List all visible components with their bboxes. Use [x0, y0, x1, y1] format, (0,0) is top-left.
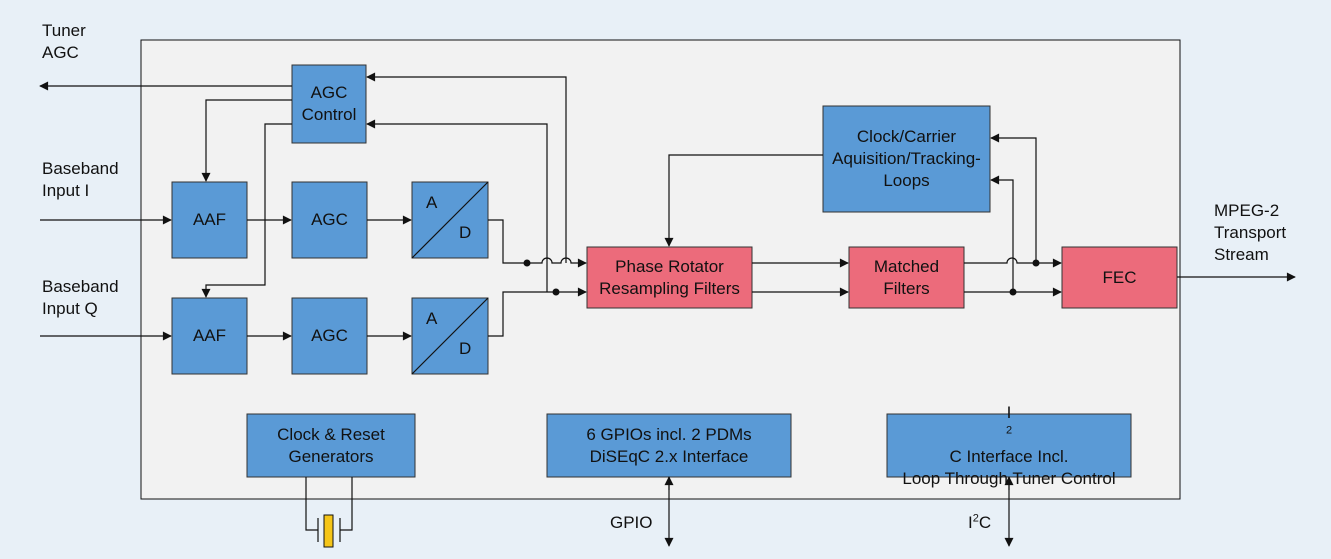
- matched-filters-block: [848, 246, 965, 309]
- junction-dot: [1009, 288, 1017, 296]
- feedback-clock-upper: [990, 133, 1037, 263]
- ad-i-a-label: A: [426, 193, 438, 212]
- gpio-block: [546, 413, 792, 478]
- clock-carrier-block: [822, 105, 991, 213]
- baseband-i-label: Baseband Input I: [42, 159, 119, 200]
- clock-reset-block: [246, 413, 416, 478]
- agc-control-block: [291, 64, 367, 144]
- i2c-block: [886, 413, 1132, 478]
- crystal-wire-left: [305, 477, 318, 531]
- crystal-wire-right: [340, 477, 353, 531]
- junction-dot: [552, 288, 560, 296]
- agc-to-aaf-i-line: [201, 99, 292, 182]
- phase-rotator-block: [586, 246, 753, 309]
- matched-to-fec-upper: [964, 257, 1062, 268]
- gpio-label: GPIO: [610, 513, 653, 532]
- ad-q-diagonal: [411, 297, 489, 375]
- ad-q-d-label: D: [459, 339, 472, 358]
- ad-i-diagonal: [411, 181, 489, 259]
- ad-i-d-label: D: [459, 223, 472, 242]
- mpeg2-label: MPEG-2 Transport Stream: [1214, 201, 1287, 264]
- ad-i-to-phase-line: [488, 219, 587, 268]
- fec-block: [1061, 246, 1178, 309]
- feedback-clock-lower: [990, 175, 1014, 292]
- junction-dot: [523, 259, 531, 267]
- agc-to-aaf-q-line: [201, 123, 292, 298]
- tuner-agc-label: Tuner AGC: [42, 21, 86, 62]
- junction-dot: [1032, 259, 1040, 267]
- i2c-label: I2C: [968, 512, 992, 532]
- feedback-agc-upper-line: [366, 72, 567, 263]
- crystal-icon: [323, 514, 334, 548]
- aaf-q-block: [171, 297, 248, 375]
- ad-q-a-label: A: [426, 309, 438, 328]
- baseband-q-label: Baseband Input Q: [42, 277, 119, 318]
- agc-q-block: [291, 297, 368, 375]
- agc-i-block: [291, 181, 368, 259]
- ad-q-to-phase-line: [488, 287, 587, 337]
- feedback-agc-lower-line: [366, 119, 548, 292]
- aaf-i-block: [171, 181, 248, 259]
- clock-to-phase-line: [664, 154, 823, 247]
